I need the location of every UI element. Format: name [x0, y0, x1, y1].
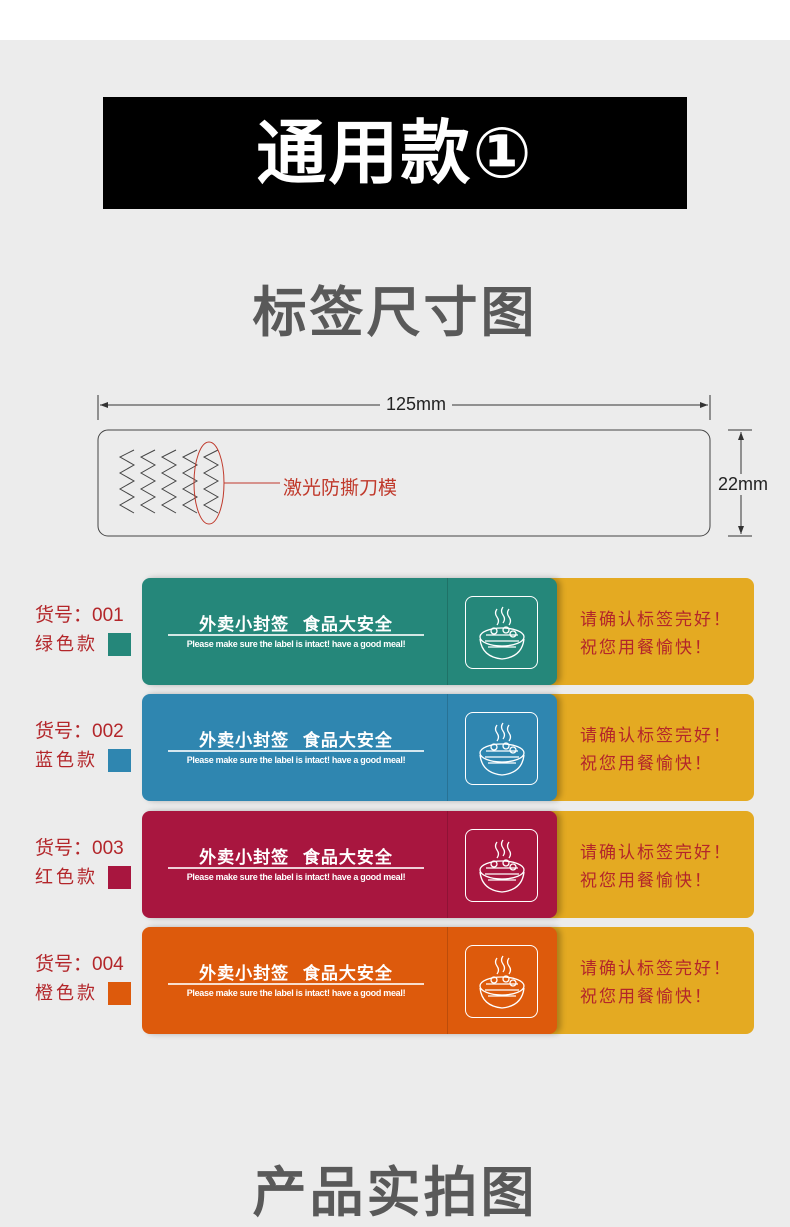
label-rule	[168, 867, 424, 869]
label-divider	[447, 694, 448, 801]
label-tear-tab	[520, 694, 754, 801]
color-swatch	[108, 633, 131, 656]
section-title: 标签尺寸图	[252, 281, 538, 344]
zigzag-cut-line	[181, 449, 199, 514]
item-code: 货号：002	[35, 720, 124, 742]
label-title: 外卖小封签 食品大安全	[199, 615, 393, 635]
label-subtitle: Please make sure the label is intact! ha…	[186, 872, 406, 882]
label-body: 外卖小封签 食品大安全 Please make sure the label i…	[142, 578, 557, 685]
food-bowl-icon	[465, 945, 538, 1018]
label-body: 外卖小封签 食品大安全 Please make sure the label i…	[142, 811, 557, 918]
label-divider	[447, 578, 448, 685]
next-section-title: 产品实拍图	[252, 1161, 538, 1224]
zigzag-cut-line	[139, 449, 157, 514]
zigzag-cut-line	[160, 449, 178, 514]
item-code: 货号：004	[35, 953, 124, 975]
banner-title: 通用款①	[103, 97, 687, 209]
color-swatch	[108, 749, 131, 772]
label-tear-tab	[520, 811, 754, 918]
label-message: 请确认标签完好！祝您用餐愉快！	[580, 726, 732, 774]
item-code: 货号：001	[35, 604, 124, 626]
variant-row: 货号：001 绿色款 外卖小封签 食品大安全 Please make sure …	[0, 578, 790, 685]
size-diagram	[97, 395, 752, 537]
label-subtitle: Please make sure the label is intact! ha…	[186, 988, 406, 998]
label-rule	[168, 634, 424, 636]
label-subtitle: Please make sure the label is intact! ha…	[186, 755, 406, 765]
label-rule	[168, 983, 424, 985]
color-name: 橙色款	[35, 983, 98, 1004]
variant-row: 货号：002 蓝色款 外卖小封签 食品大安全 Please make sure …	[0, 694, 790, 801]
label-title: 外卖小封签 食品大安全	[199, 731, 393, 751]
color-name: 蓝色款	[35, 750, 98, 771]
label-divider	[447, 811, 448, 918]
variant-row: 货号：003 红色款 外卖小封签 食品大安全 Please make sure …	[0, 811, 790, 918]
food-bowl-icon	[465, 596, 538, 669]
color-swatch	[108, 982, 131, 1005]
label-message: 请确认标签完好！祝您用餐愉快！	[580, 843, 732, 891]
label-subtitle: Please make sure the label is intact! ha…	[186, 639, 406, 649]
food-bowl-icon	[465, 829, 538, 902]
label-divider	[447, 927, 448, 1034]
variant-row: 货号：004 橙色款 外卖小封签 食品大安全 Please make sure …	[0, 927, 790, 1034]
label-rule	[168, 750, 424, 752]
label-message: 请确认标签完好！祝您用餐愉快！	[580, 610, 732, 658]
laser-feature-label: 激光防撕刀模	[283, 477, 398, 499]
top-band	[0, 0, 790, 40]
label-tear-tab	[520, 927, 754, 1034]
item-code: 货号：003	[35, 837, 124, 859]
label-title: 外卖小封签 食品大安全	[199, 964, 393, 984]
label-body: 外卖小封签 食品大安全 Please make sure the label i…	[142, 927, 557, 1034]
color-name: 绿色款	[35, 634, 98, 655]
height-label: 22mm	[712, 474, 775, 495]
label-title: 外卖小封签 食品大安全	[199, 848, 393, 868]
width-label: 125mm	[380, 394, 453, 415]
zigzag-cut-line	[202, 449, 220, 514]
label-body: 外卖小封签 食品大安全 Please make sure the label i…	[142, 694, 557, 801]
label-tear-tab	[520, 578, 754, 685]
color-swatch	[108, 866, 131, 889]
color-name: 红色款	[35, 867, 98, 888]
zigzag-cut-line	[118, 449, 136, 514]
label-message: 请确认标签完好！祝您用餐愉快！	[580, 959, 732, 1007]
food-bowl-icon	[465, 712, 538, 785]
